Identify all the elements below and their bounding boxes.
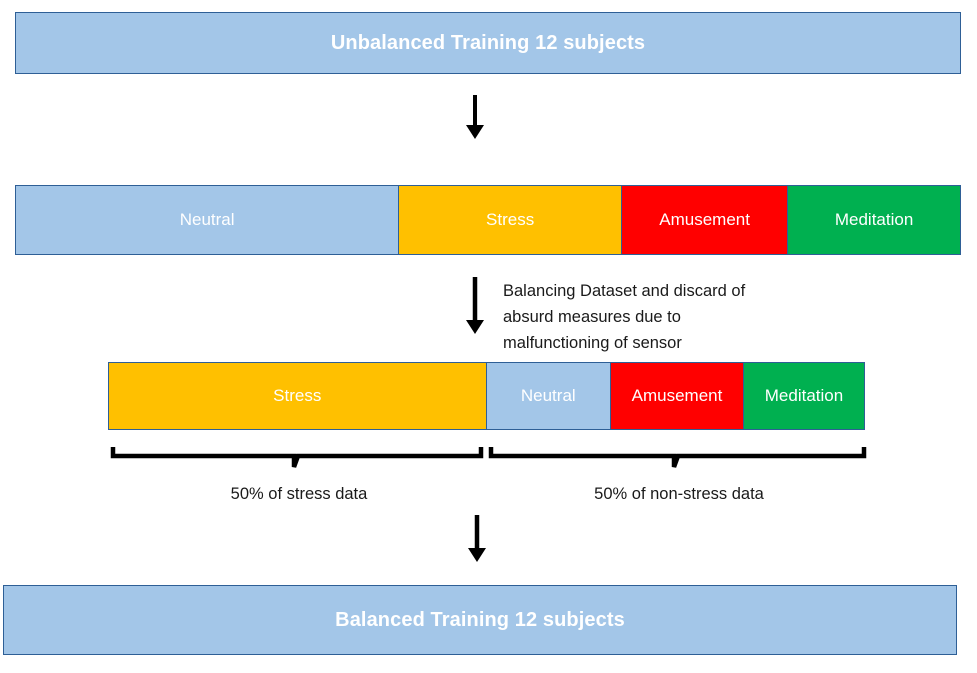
segment-label: Neutral (179, 210, 235, 229)
arrow-balanced-to-result-icon (468, 515, 486, 562)
segment-neutral-unbalanced: Neutral (16, 186, 400, 254)
segment-stress-unbalanced: Stress (399, 186, 623, 254)
balanced-training-label: Balanced Training 12 subjects (335, 608, 625, 631)
segment-label: Amusement (659, 210, 750, 229)
segment-label: Meditation (764, 386, 844, 405)
arrow-breakdown-to-balanced-icon (466, 277, 484, 334)
segment-label: Neutral (520, 386, 576, 405)
brace-non-stress-half-icon (488, 447, 867, 468)
segment-neutral-balanced: Neutral (486, 363, 612, 429)
segment-meditation-unbalanced: Meditation (788, 186, 960, 254)
segment-label: Meditation (834, 210, 914, 229)
brace-stress-half-caption: 50% of stress data (230, 485, 368, 503)
unbalanced-training-label: Unbalanced Training 12 subjects (330, 31, 646, 54)
unbalanced-distribution-bar: Neutral Stress Amusement Meditation (15, 185, 961, 255)
segment-amusement-balanced: Amusement (611, 363, 744, 429)
segment-label: Amusement (631, 386, 723, 405)
segment-meditation-balanced: Meditation (743, 363, 864, 429)
segment-label: Stress (273, 386, 322, 405)
balancing-annotation-text: Balancing Dataset and discard of absurd … (503, 282, 746, 352)
balanced-distribution-bar: Stress Neutral Amusement Meditation (108, 362, 865, 430)
arrow-unbalanced-to-breakdown-icon (466, 95, 484, 139)
unbalanced-training-banner: Unbalanced Training 12 subjects (15, 12, 961, 74)
brace-non-stress-half-caption: 50% of non-stress data (594, 485, 764, 503)
balanced-training-banner: Balanced Training 12 subjects (3, 585, 957, 655)
segment-amusement-unbalanced: Amusement (622, 186, 789, 254)
brace-stress-half-icon (110, 447, 484, 468)
segment-stress-balanced: Stress (109, 363, 487, 429)
segment-label: Stress (486, 210, 535, 229)
